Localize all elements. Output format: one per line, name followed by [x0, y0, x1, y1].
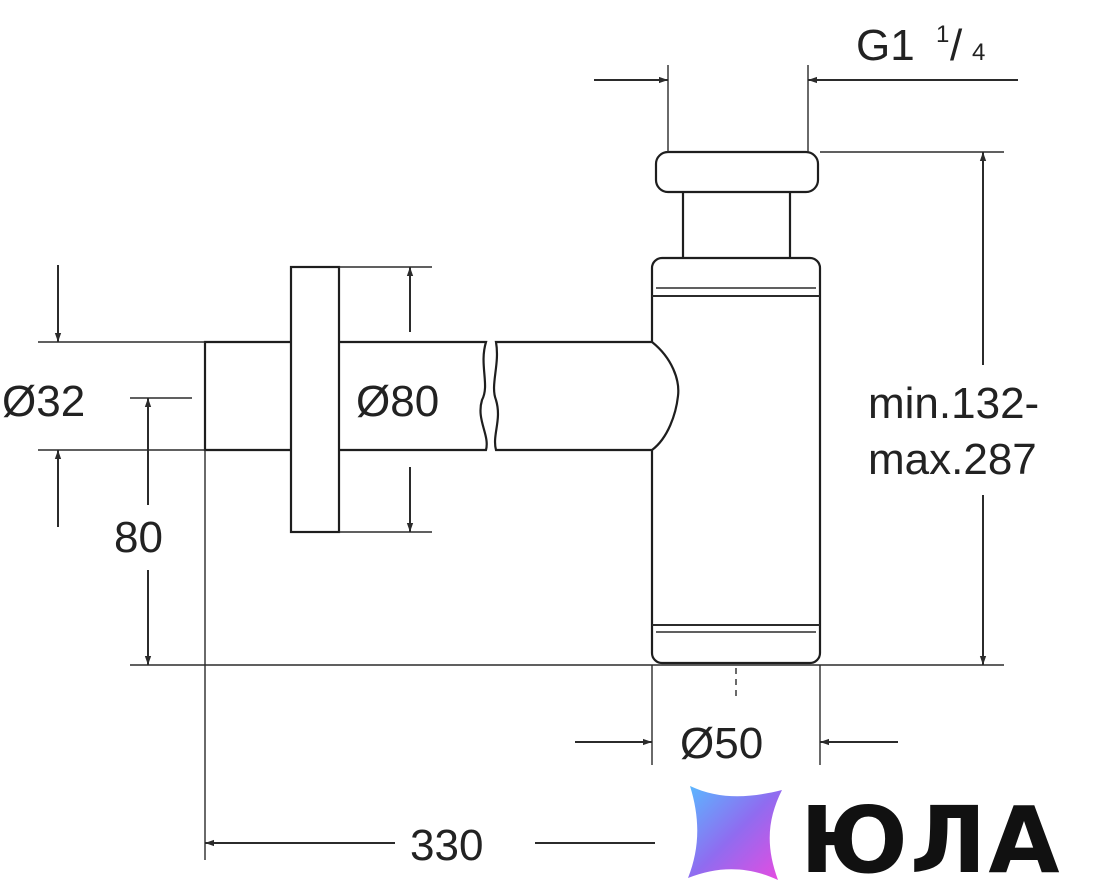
wall-rosette	[289, 265, 341, 534]
body-diameter-label: Ø50	[680, 719, 763, 768]
inlet-pipe	[681, 188, 792, 262]
height-range-line1: min.132-	[868, 379, 1039, 428]
outlet-pipe-left	[203, 340, 488, 452]
thread-label: G1	[856, 21, 915, 70]
thread-fraction-den: 4	[972, 39, 985, 66]
height-range-line2: max.287	[868, 435, 1037, 484]
dimension-arrows	[54, 76, 1018, 847]
outlet-height-label: 80	[114, 513, 163, 562]
extension-lines	[38, 65, 1004, 860]
thread-fraction-sep: /	[950, 21, 963, 70]
rosette-diameter-label: Ø80	[356, 377, 439, 426]
outlet-diameter-label: Ø32	[2, 377, 85, 426]
star-gradient-icon	[688, 786, 782, 880]
outlet-pipe-right	[492, 340, 680, 452]
top-nut	[654, 150, 820, 194]
thread-fraction-num: 1	[936, 21, 949, 48]
brand-logo-text: ЮЛА	[800, 787, 1062, 889]
trap-cylinder	[650, 256, 822, 665]
projection-length-label: 330	[410, 821, 483, 870]
trap-body-group	[203, 150, 822, 700]
brand-logo: ЮЛА	[688, 786, 1062, 889]
dimension-labels: G1 1 / 4 Ø32 Ø80 80 min.132- max.287 Ø50…	[2, 21, 1039, 870]
